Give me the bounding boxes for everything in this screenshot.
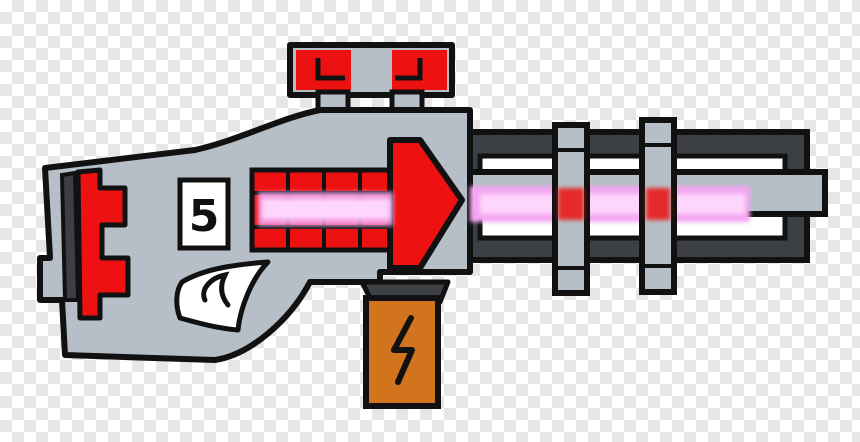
barrel-rings <box>552 117 677 296</box>
lightning-bolt-icon <box>391 315 415 385</box>
chamber-arrow <box>387 137 465 271</box>
laser-beam <box>258 186 750 226</box>
laser-beam-front-core <box>480 194 745 214</box>
stock-dark-band <box>59 170 81 302</box>
magazine <box>359 279 451 409</box>
stock-red-insert <box>75 167 131 321</box>
trigger <box>201 271 231 308</box>
laser-beam-core <box>262 199 390 219</box>
sight-bracket-left <box>315 58 345 81</box>
ammo-counter: 5 <box>177 177 231 251</box>
sight-red-left <box>296 50 351 90</box>
sight-bracket-right <box>395 58 423 81</box>
barrel-ring-glow <box>558 188 584 220</box>
trigger-guard <box>174 259 271 333</box>
barrel-ring-glow <box>646 188 670 220</box>
counter-box <box>177 177 231 251</box>
counter-digit: 5 <box>189 191 220 242</box>
